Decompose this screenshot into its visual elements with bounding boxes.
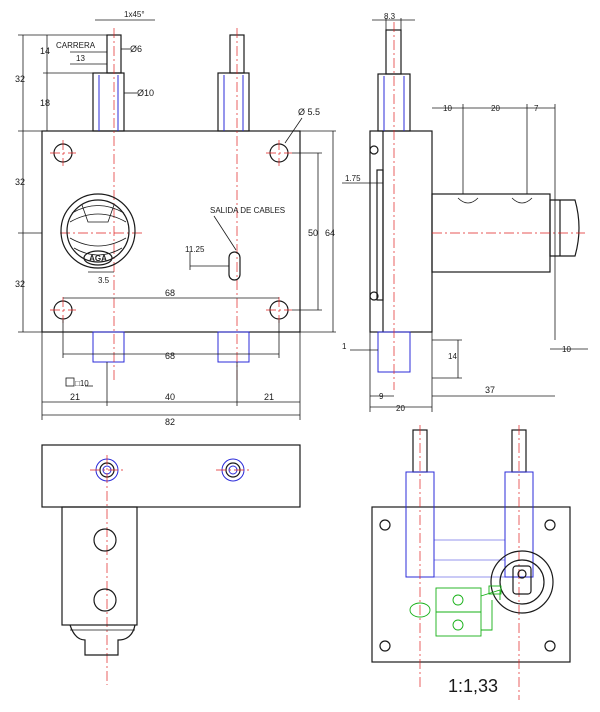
front-bolt-right-shank <box>217 72 250 132</box>
dim-11-25: 11.25 <box>185 245 205 254</box>
dim-9: 9 <box>379 392 384 401</box>
phi55-label: Ø 5.5 <box>298 107 320 117</box>
brand-logo-text: AGA <box>89 254 107 263</box>
dim-20-bot: 20 <box>396 404 405 413</box>
dim-1: 1 <box>342 342 347 351</box>
dim-40: 40 <box>165 392 175 402</box>
cable-exit-slot <box>228 251 241 281</box>
dim-68-top: 68 <box>165 288 175 298</box>
dim-10-top: 10 <box>443 104 452 113</box>
dim-68-bot: 68 <box>165 351 175 361</box>
scale-label: 1:1,33 <box>448 676 498 696</box>
front-bolt-right-lower <box>217 331 250 363</box>
key-cylinder-inner <box>66 199 130 263</box>
front-bolt-left-lower <box>92 331 125 363</box>
front-bolt-left-shank <box>92 72 125 132</box>
dim-13: 13 <box>76 54 85 63</box>
phi10-label: Ø10 <box>137 88 154 98</box>
top-lock-body <box>41 444 301 508</box>
rear-view: 1:1,33 <box>371 425 571 700</box>
dim-left-32-mid: 32 <box>15 177 25 187</box>
dim-1-75: 1.75 <box>345 174 361 183</box>
dim-8-3: 8.3 <box>384 12 396 21</box>
dim-82: 82 <box>165 417 175 427</box>
dim-left-32-top: 32 <box>15 74 25 84</box>
front-lock-body <box>41 130 301 333</box>
dim-21-right: 21 <box>264 392 274 402</box>
front-view: AGA SALIDA DE CABLES 1x45° CARRERA Ø6 13… <box>15 10 336 427</box>
side-view: 8.3 10 20 7 1.75 1 14 10 9 37 20 <box>342 12 588 413</box>
side-lock-body <box>369 130 433 333</box>
chamfer-label: 1x45° <box>124 10 145 19</box>
dim-64: 64 <box>325 228 335 238</box>
side-bolt-tip <box>385 29 402 75</box>
dim-10-right: 10 <box>562 345 571 354</box>
dim-20-top: 20 <box>491 104 500 113</box>
carrera-label: CARRERA <box>56 41 96 50</box>
dim-37: 37 <box>485 385 495 395</box>
dim-21-left: 21 <box>70 392 80 402</box>
top-cylinder-body <box>61 506 138 626</box>
brand-logo-oval <box>83 250 113 266</box>
cable-exit-label: SALIDA DE CABLES <box>210 206 285 215</box>
dim-14: 14 <box>40 46 50 56</box>
dim-18: 18 <box>40 98 50 108</box>
dim-left-32-bot: 32 <box>15 279 25 289</box>
key-cylinder-outer <box>60 193 136 269</box>
rear-lock-body <box>371 506 571 663</box>
dim-14-side: 14 <box>448 352 457 361</box>
square-label: □10 <box>75 379 89 388</box>
top-view <box>41 444 301 685</box>
dim-3-5: 3.5 <box>98 276 110 285</box>
side-cylinder-cap <box>549 199 580 257</box>
top-cylinder-key-cap <box>69 624 136 656</box>
rear-cylinder <box>490 550 554 614</box>
phi6-label: Ø6 <box>130 44 142 54</box>
dim-7: 7 <box>534 104 539 113</box>
dim-50: 50 <box>308 228 318 238</box>
